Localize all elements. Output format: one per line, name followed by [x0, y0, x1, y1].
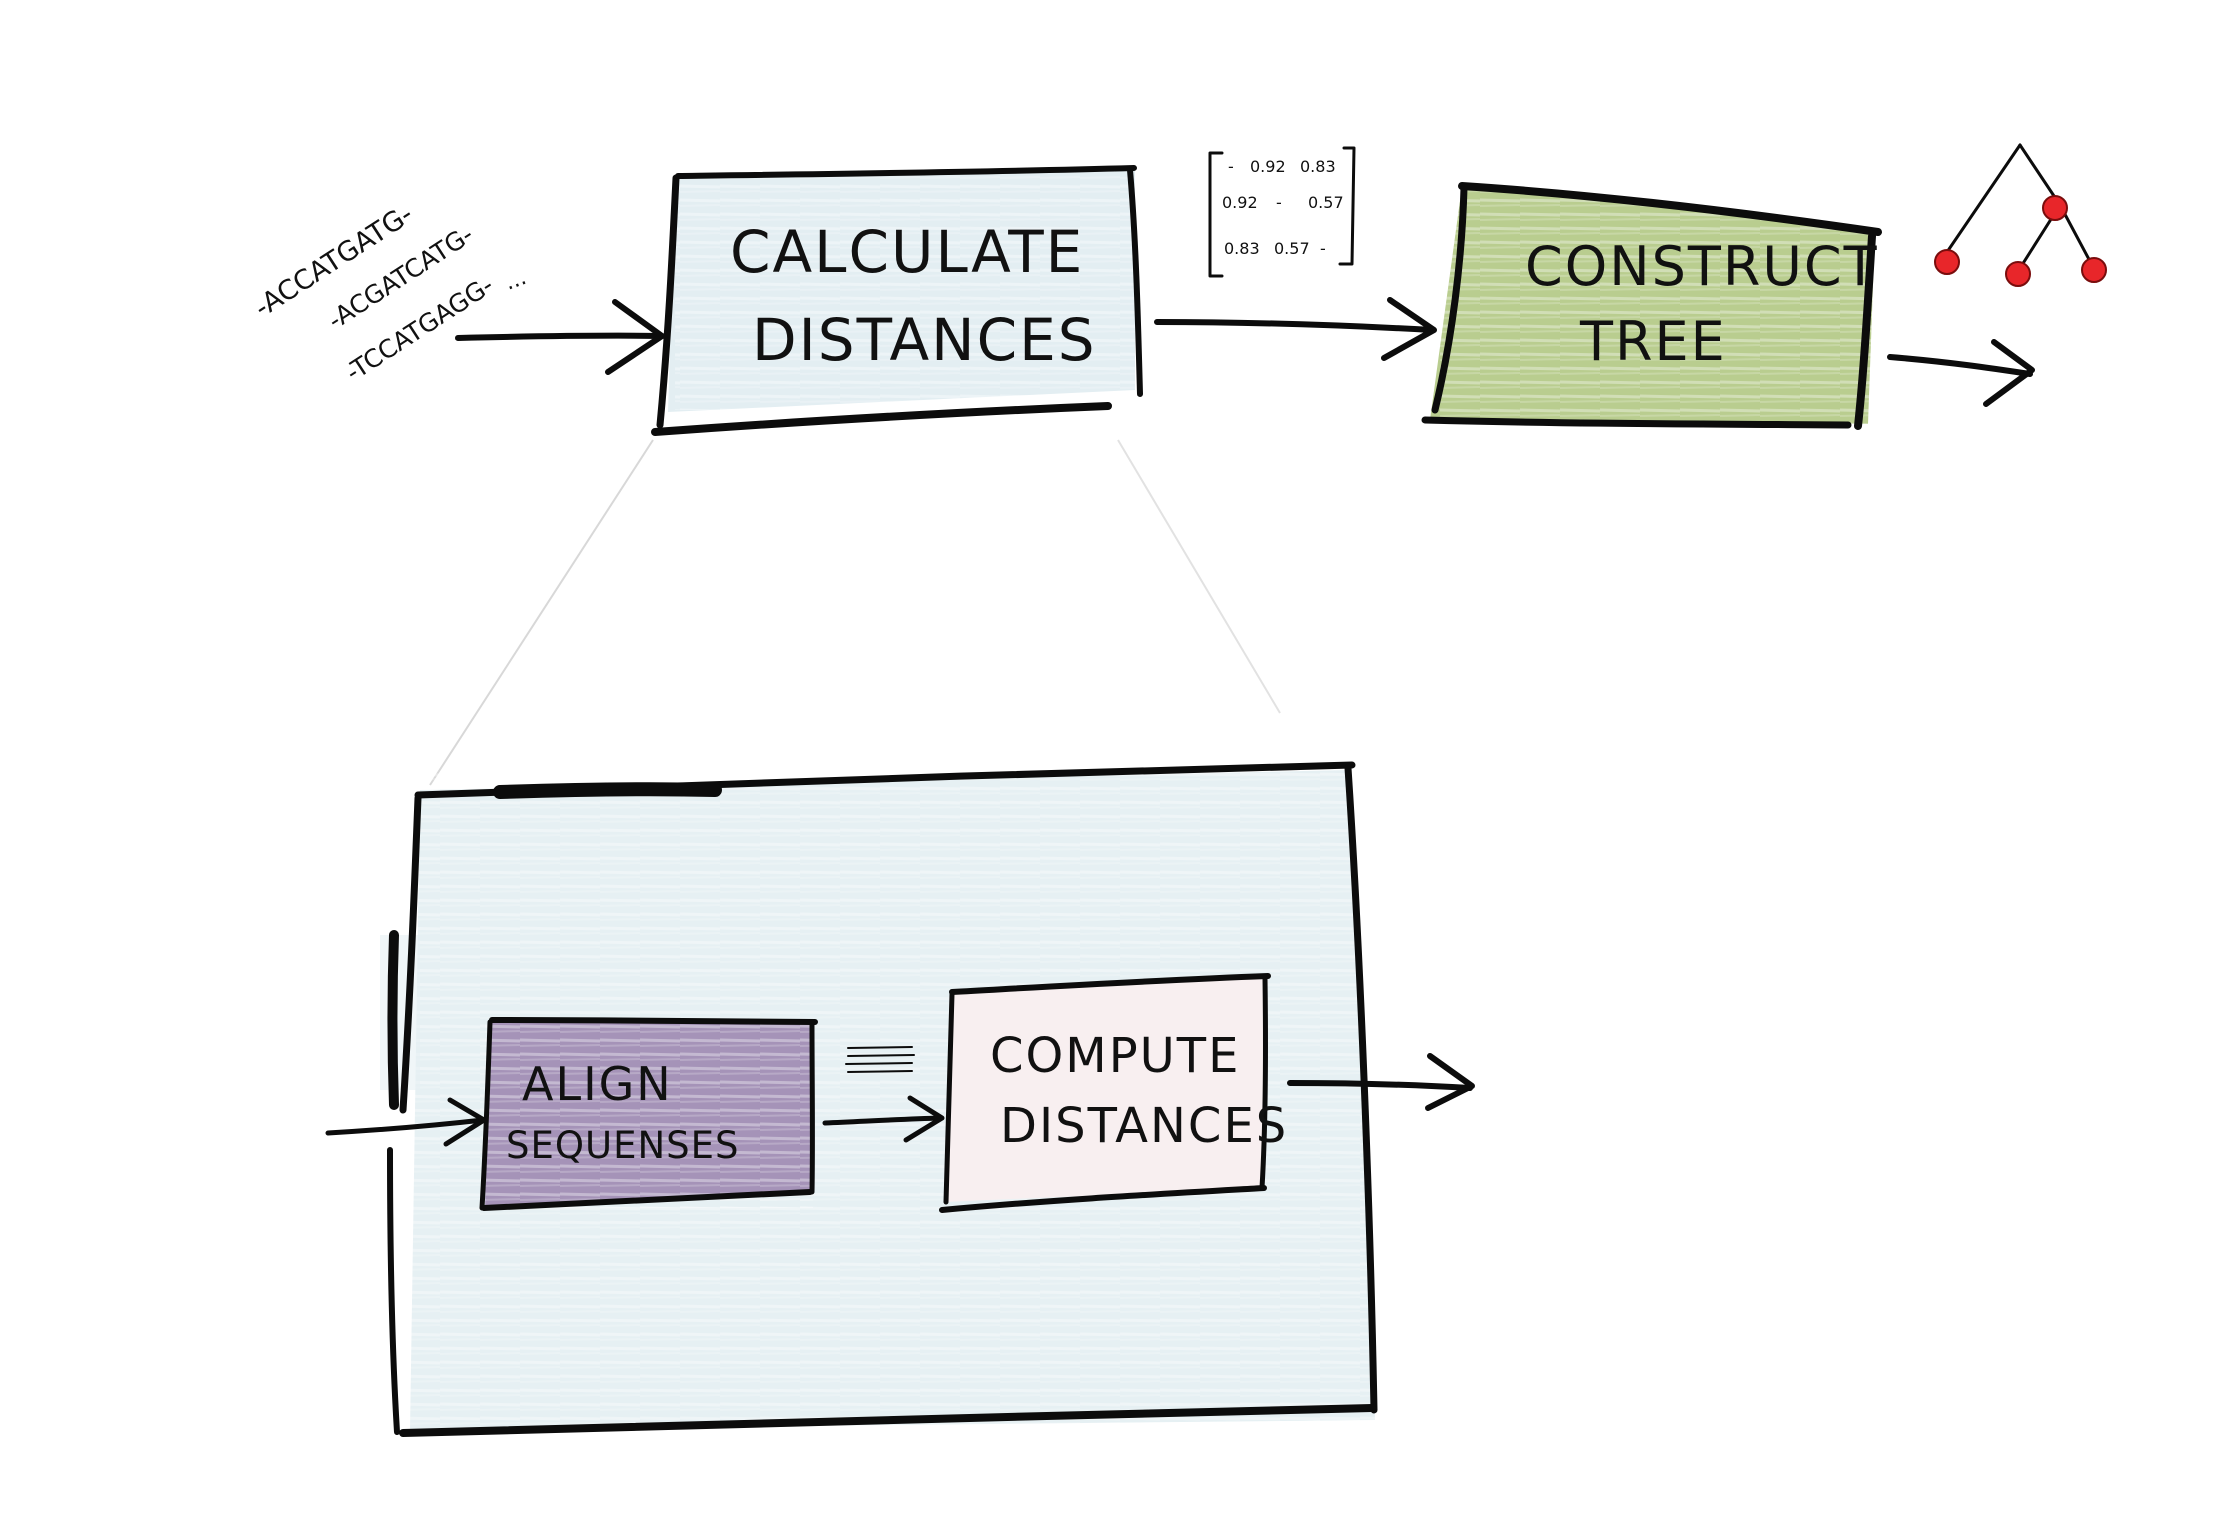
- matrix-r2c1: 0.92: [1222, 193, 1258, 212]
- tree-node-icon: [1934, 249, 1960, 275]
- matrix-r3c1: 0.83: [1224, 239, 1260, 258]
- aligned-sequences-icon: [845, 1046, 915, 1073]
- detail-output-arrow: [1287, 1053, 1475, 1111]
- sequence-ellipsis: ...: [502, 265, 530, 296]
- tree-node-icon: [2005, 261, 2031, 287]
- align-sequences-box: ALIGN SEQUENSES: [479, 1017, 818, 1211]
- tree-node-icon: [2042, 195, 2068, 221]
- align-label-line1: ALIGN: [522, 1057, 673, 1111]
- construct-label-line2: TREE: [1579, 310, 1727, 373]
- matrix-r1c3: 0.83: [1300, 157, 1336, 176]
- calculate-label-line1: CALCULATE: [730, 218, 1084, 286]
- zoom-guides: [429, 439, 1281, 786]
- matrix-r3c2: 0.57: [1274, 239, 1310, 258]
- construct-label-line1: CONSTRUCT: [1525, 235, 1879, 298]
- construct-tree-box: CONSTRUCT TREE: [1421, 182, 1882, 430]
- distance-matrix: - 0.92 0.83 0.92 - 0.57 0.83 0.57 -: [1208, 146, 1356, 278]
- align-label-line2: SEQUENSES: [506, 1124, 739, 1167]
- matrix-r2c3: 0.57: [1308, 193, 1344, 212]
- calculate-label-line2: DISTANCES: [752, 306, 1097, 374]
- tree-node-icon: [2081, 257, 2107, 283]
- output-arrow: [1887, 339, 2035, 407]
- compute-distances-box: COMPUTE DISTANCES: [939, 973, 1288, 1213]
- input-arrow: [455, 299, 665, 375]
- distances-arrow: [1154, 297, 1437, 361]
- matrix-r1c1: -: [1228, 157, 1234, 176]
- matrix-r2c2: -: [1276, 193, 1282, 212]
- calculate-distances-box: CALCULATE DISTANCES: [651, 165, 1143, 436]
- matrix-r3c3: -: [1320, 239, 1326, 258]
- input-sequences: -ACCATGATG- -ACGATCATG- -TCCATGAGG- ...: [249, 199, 530, 387]
- detail-panel: [380, 761, 1378, 1437]
- matrix-r1c2: 0.92: [1250, 157, 1286, 176]
- detail-middle-arrow: [822, 1095, 945, 1143]
- compute-label-line1: COMPUTE: [990, 1028, 1240, 1084]
- compute-label-line2: DISTANCES: [1000, 1098, 1288, 1154]
- tree-icon: [1934, 143, 2107, 287]
